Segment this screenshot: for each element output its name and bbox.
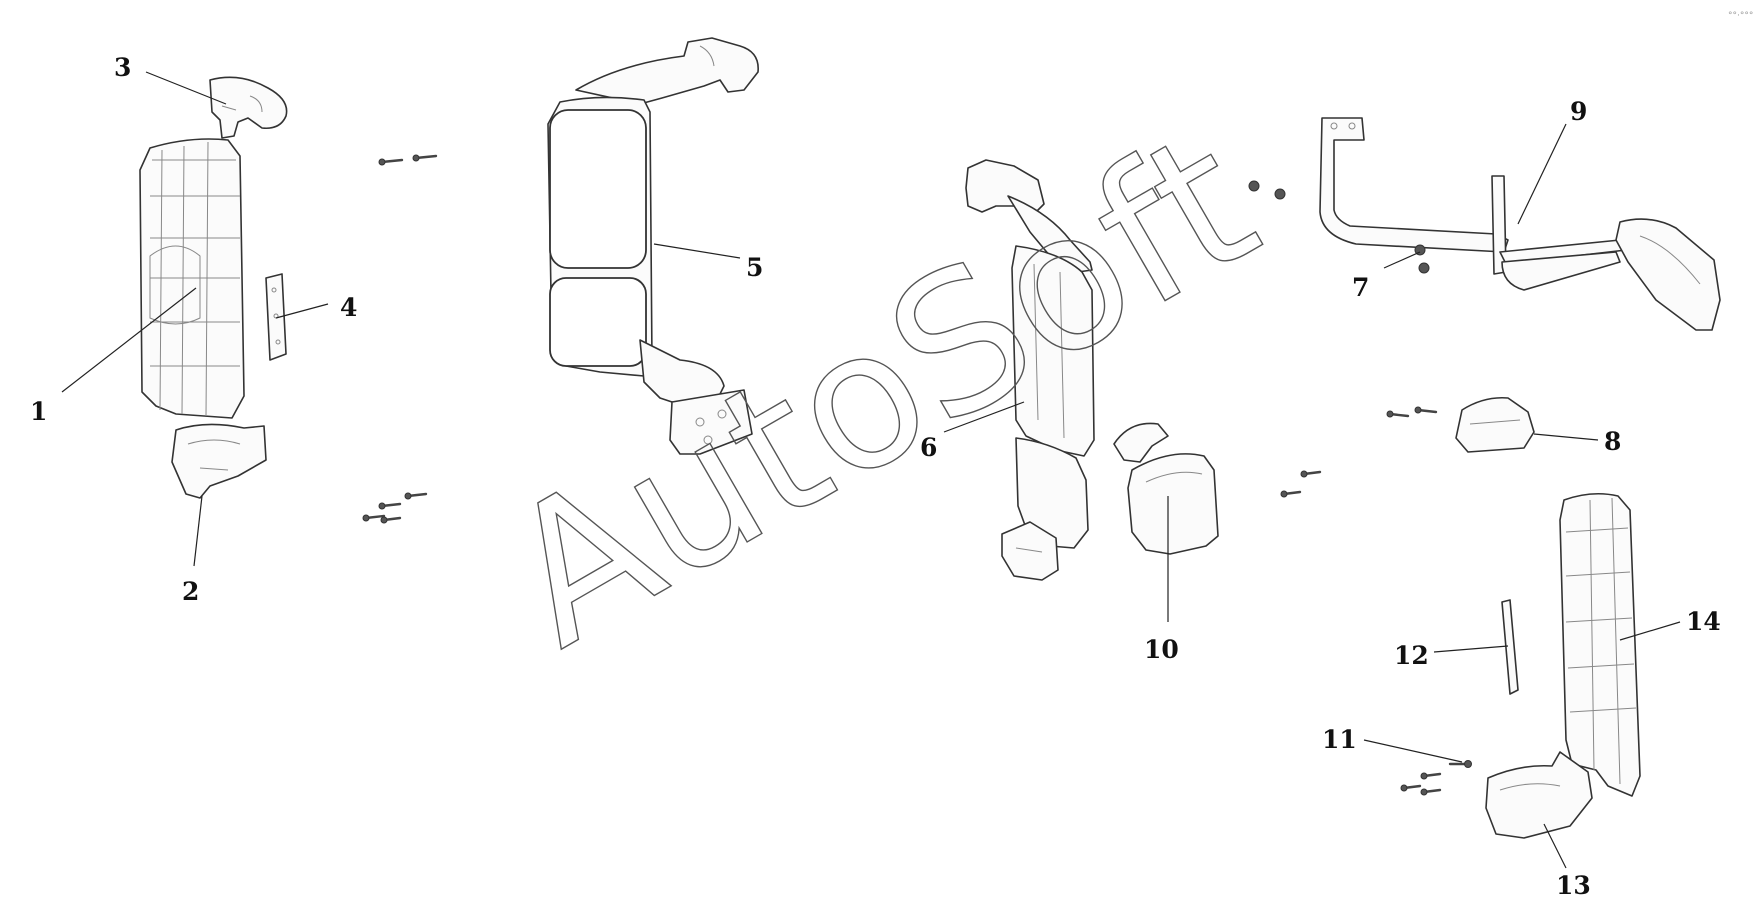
callout-12: 12 [1394, 641, 1429, 670]
part-3-bracket [209, 76, 288, 139]
part-6-mirror-assembly [965, 159, 1095, 581]
part-2-lower-cap [171, 423, 267, 499]
callout-10: 10 [1144, 635, 1179, 664]
part-14-tall-housing [1559, 492, 1641, 797]
part-13-lower-cap [1485, 751, 1593, 839]
callout-9: 9 [1570, 97, 1587, 126]
part-7-fasteners [1414, 244, 1430, 274]
corner-mark: °°·°°° [1728, 11, 1753, 21]
callout-2: 2 [182, 577, 199, 606]
part-4-plate [265, 273, 287, 361]
callout-11: 11 [1322, 725, 1357, 754]
callout-3: 3 [114, 53, 131, 82]
callout-6: 6 [920, 433, 937, 462]
nuts-top [1248, 180, 1286, 200]
callout-1: 1 [30, 397, 47, 426]
callout-14: 14 [1686, 607, 1721, 636]
callout-5: 5 [746, 253, 763, 282]
part-8-cover [1455, 396, 1535, 453]
part-1-mirror-housing [139, 138, 245, 419]
callout-13: 13 [1556, 871, 1591, 900]
leader-lines [61, 71, 1681, 869]
callout-8: 8 [1604, 427, 1621, 456]
callout-4: 4 [340, 293, 357, 322]
screws-middle [1280, 470, 1322, 498]
screws-left-bottom [362, 492, 428, 524]
part-9-bracket-arm [1319, 117, 1721, 331]
callout-numbers: 1 2 3 4 5 6 7 8 9 10 11 12 13 14 [30, 53, 1721, 900]
screws-left-top [378, 154, 438, 166]
part-10-small-mirror [1113, 422, 1219, 555]
part-11-screws [1400, 760, 1472, 796]
part-5-main-mirror [547, 37, 759, 455]
part-12-strip [1501, 599, 1519, 695]
screws-part-8 [1386, 406, 1438, 418]
callout-7: 7 [1352, 273, 1369, 302]
